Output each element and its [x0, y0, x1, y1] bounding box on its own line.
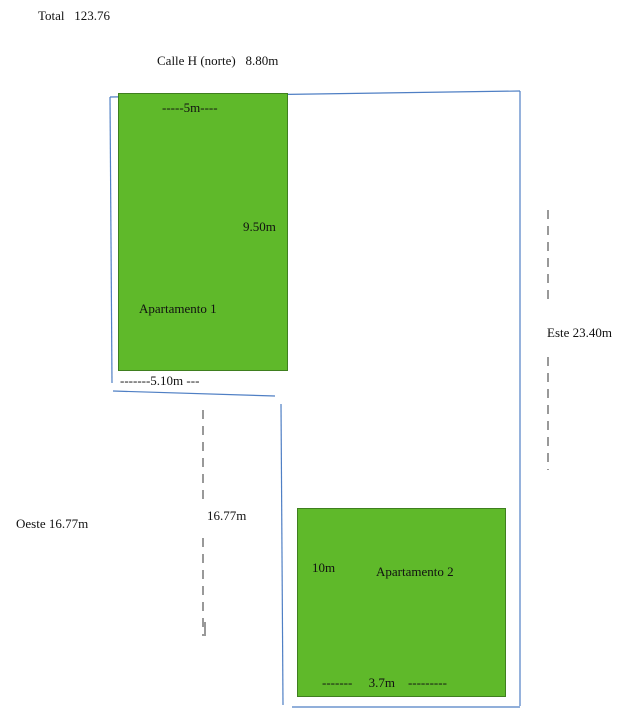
apt2-bottom-dimension: ------- 3.7m ---------: [322, 675, 447, 690]
west-boundary-upper: [109, 96, 113, 384]
north-street-label: Calle H (norte) 8.80m: [157, 53, 278, 68]
apt1-top-dimension: -----5m----: [162, 100, 218, 115]
apt1-name: Apartamento 1: [139, 301, 217, 316]
apt2-height-dimension: 10m: [312, 560, 336, 575]
apartment-2-block: [297, 508, 506, 697]
total-area: Total 123.76: [38, 8, 110, 23]
inner-boundary: [280, 403, 284, 706]
total-value: 123.76: [74, 8, 111, 23]
apt2-bottom-dash-right: ---------: [407, 675, 447, 690]
apt2-bottom-value: 3.7m: [368, 675, 395, 690]
east-dimension: Este 23.40m: [547, 325, 612, 340]
apt1-height-dimension: 9.50m: [243, 219, 276, 234]
north-value: 8.80m: [245, 53, 279, 68]
north-label: Calle H (norte): [157, 53, 236, 68]
apartment-1-block: [118, 93, 288, 371]
apt1-bottom-dimension: -------5.10m ---: [120, 373, 200, 388]
apt2-bottom-dash-left: -------: [322, 675, 353, 690]
middle-dimension: 16.77m: [207, 508, 247, 523]
total-label: Total: [38, 8, 65, 23]
west-dimension: Oeste 16.77m: [16, 516, 89, 531]
apt2-name: Apartamento 2: [376, 564, 454, 579]
step-boundary: [112, 390, 276, 397]
